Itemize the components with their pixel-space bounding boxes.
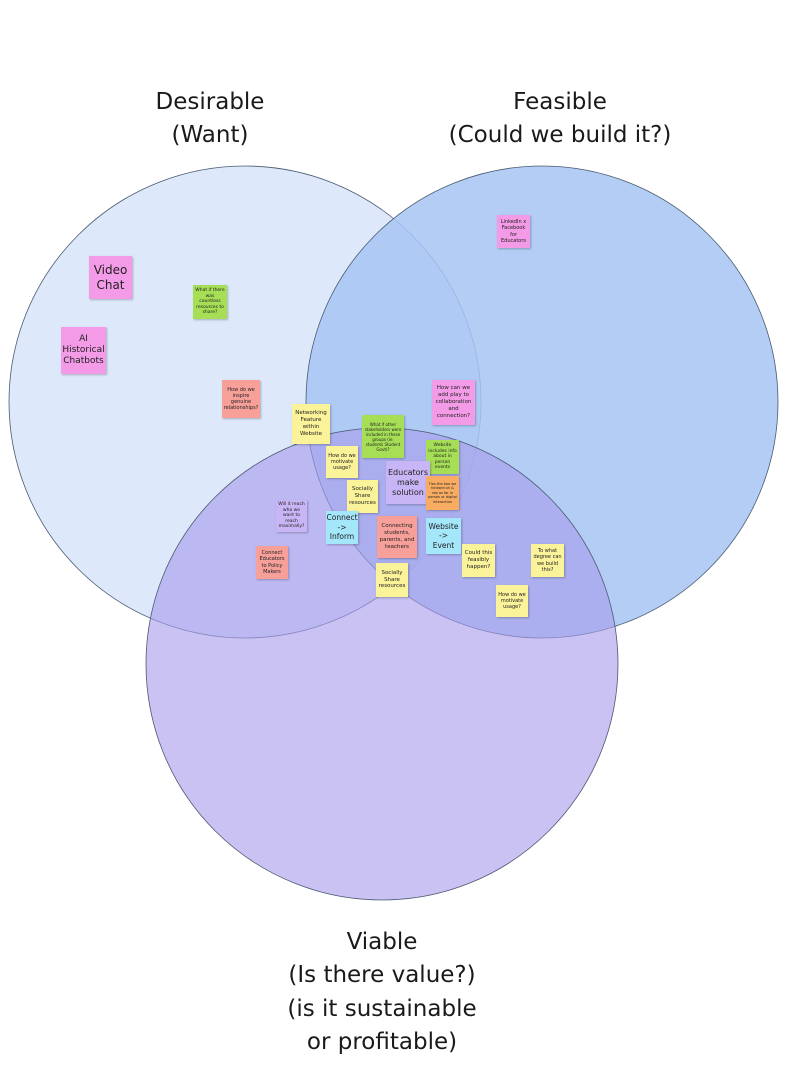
sticky-note-motivate-usage-1[interactable]: How do we motivate usage? xyxy=(326,446,358,478)
sticky-note-educators-solution[interactable]: Educators make solution xyxy=(386,461,430,504)
sticky-note-motivate-usage-2[interactable]: How do we motivate usage? xyxy=(496,585,528,617)
desirable-title: Desirable xyxy=(155,89,265,115)
sticky-note-other-stakeholders[interactable]: What if other stakeholders were included… xyxy=(362,415,404,458)
desirable-label: Desirable (Want) xyxy=(110,86,310,153)
sticky-note-connect-inform[interactable]: Connect -> Inform xyxy=(326,511,358,544)
sticky-note-website-event[interactable]: Website -> Event xyxy=(426,518,461,554)
sticky-note-connect-policy[interactable]: Connect Educators to Policy Makers xyxy=(256,546,288,579)
sticky-note-degree-build[interactable]: To what degree can we build this? xyxy=(531,544,564,577)
sticky-note-play-collaboration[interactable]: How can we add play to collaboration and… xyxy=(432,380,475,425)
sticky-note-socially-share-2[interactable]: Socially Share resources xyxy=(376,563,408,597)
sticky-note-feasibly-happen[interactable]: Could this feasibly happen? xyxy=(462,544,495,577)
sticky-note-reach-maximally[interactable]: Will it reach who we want to reach maxim… xyxy=(276,500,307,532)
viable-label: Viable (Is there value?) (is it sustaina… xyxy=(252,926,512,1059)
sticky-note-video-chat[interactable]: Video Chat xyxy=(89,256,132,299)
feasible-subtitle: (Could we build it?) xyxy=(448,122,672,149)
viable-title: Viable xyxy=(346,929,418,955)
viable-line-4: or profitable) xyxy=(306,1029,458,1056)
sticky-note-ties-in-person[interactable]: Ties the two we forward on & rep as far … xyxy=(426,476,459,510)
sticky-note-ai-chatbots[interactable]: AI Historical Chatbots xyxy=(61,327,106,374)
sticky-note-linkedin[interactable]: LinkedIn x Facebook for Educators xyxy=(497,215,530,248)
sticky-note-connecting-students[interactable]: Connecting students, parents, and teache… xyxy=(377,516,417,558)
viable-circle xyxy=(145,427,619,901)
viable-line-3: (is it sustainable xyxy=(287,995,477,1022)
sticky-note-networking-feature[interactable]: Networking Feature within Website xyxy=(292,404,330,444)
desirable-subtitle: (Want) xyxy=(171,122,249,149)
sticky-note-countless-resources[interactable]: What if there was countless resources to… xyxy=(193,285,227,319)
feasible-label: Feasible (Could we build it?) xyxy=(430,86,690,153)
viable-line-2: (Is there value?) xyxy=(288,962,476,989)
feasible-title: Feasible xyxy=(513,89,607,115)
sticky-note-website-info-events[interactable]: Website includes info about in person ev… xyxy=(426,440,459,474)
sticky-note-socially-share-1[interactable]: Socially Share resources xyxy=(347,480,378,513)
sticky-note-genuine-relationships[interactable]: How do we inspire genuine relationships? xyxy=(222,380,260,418)
